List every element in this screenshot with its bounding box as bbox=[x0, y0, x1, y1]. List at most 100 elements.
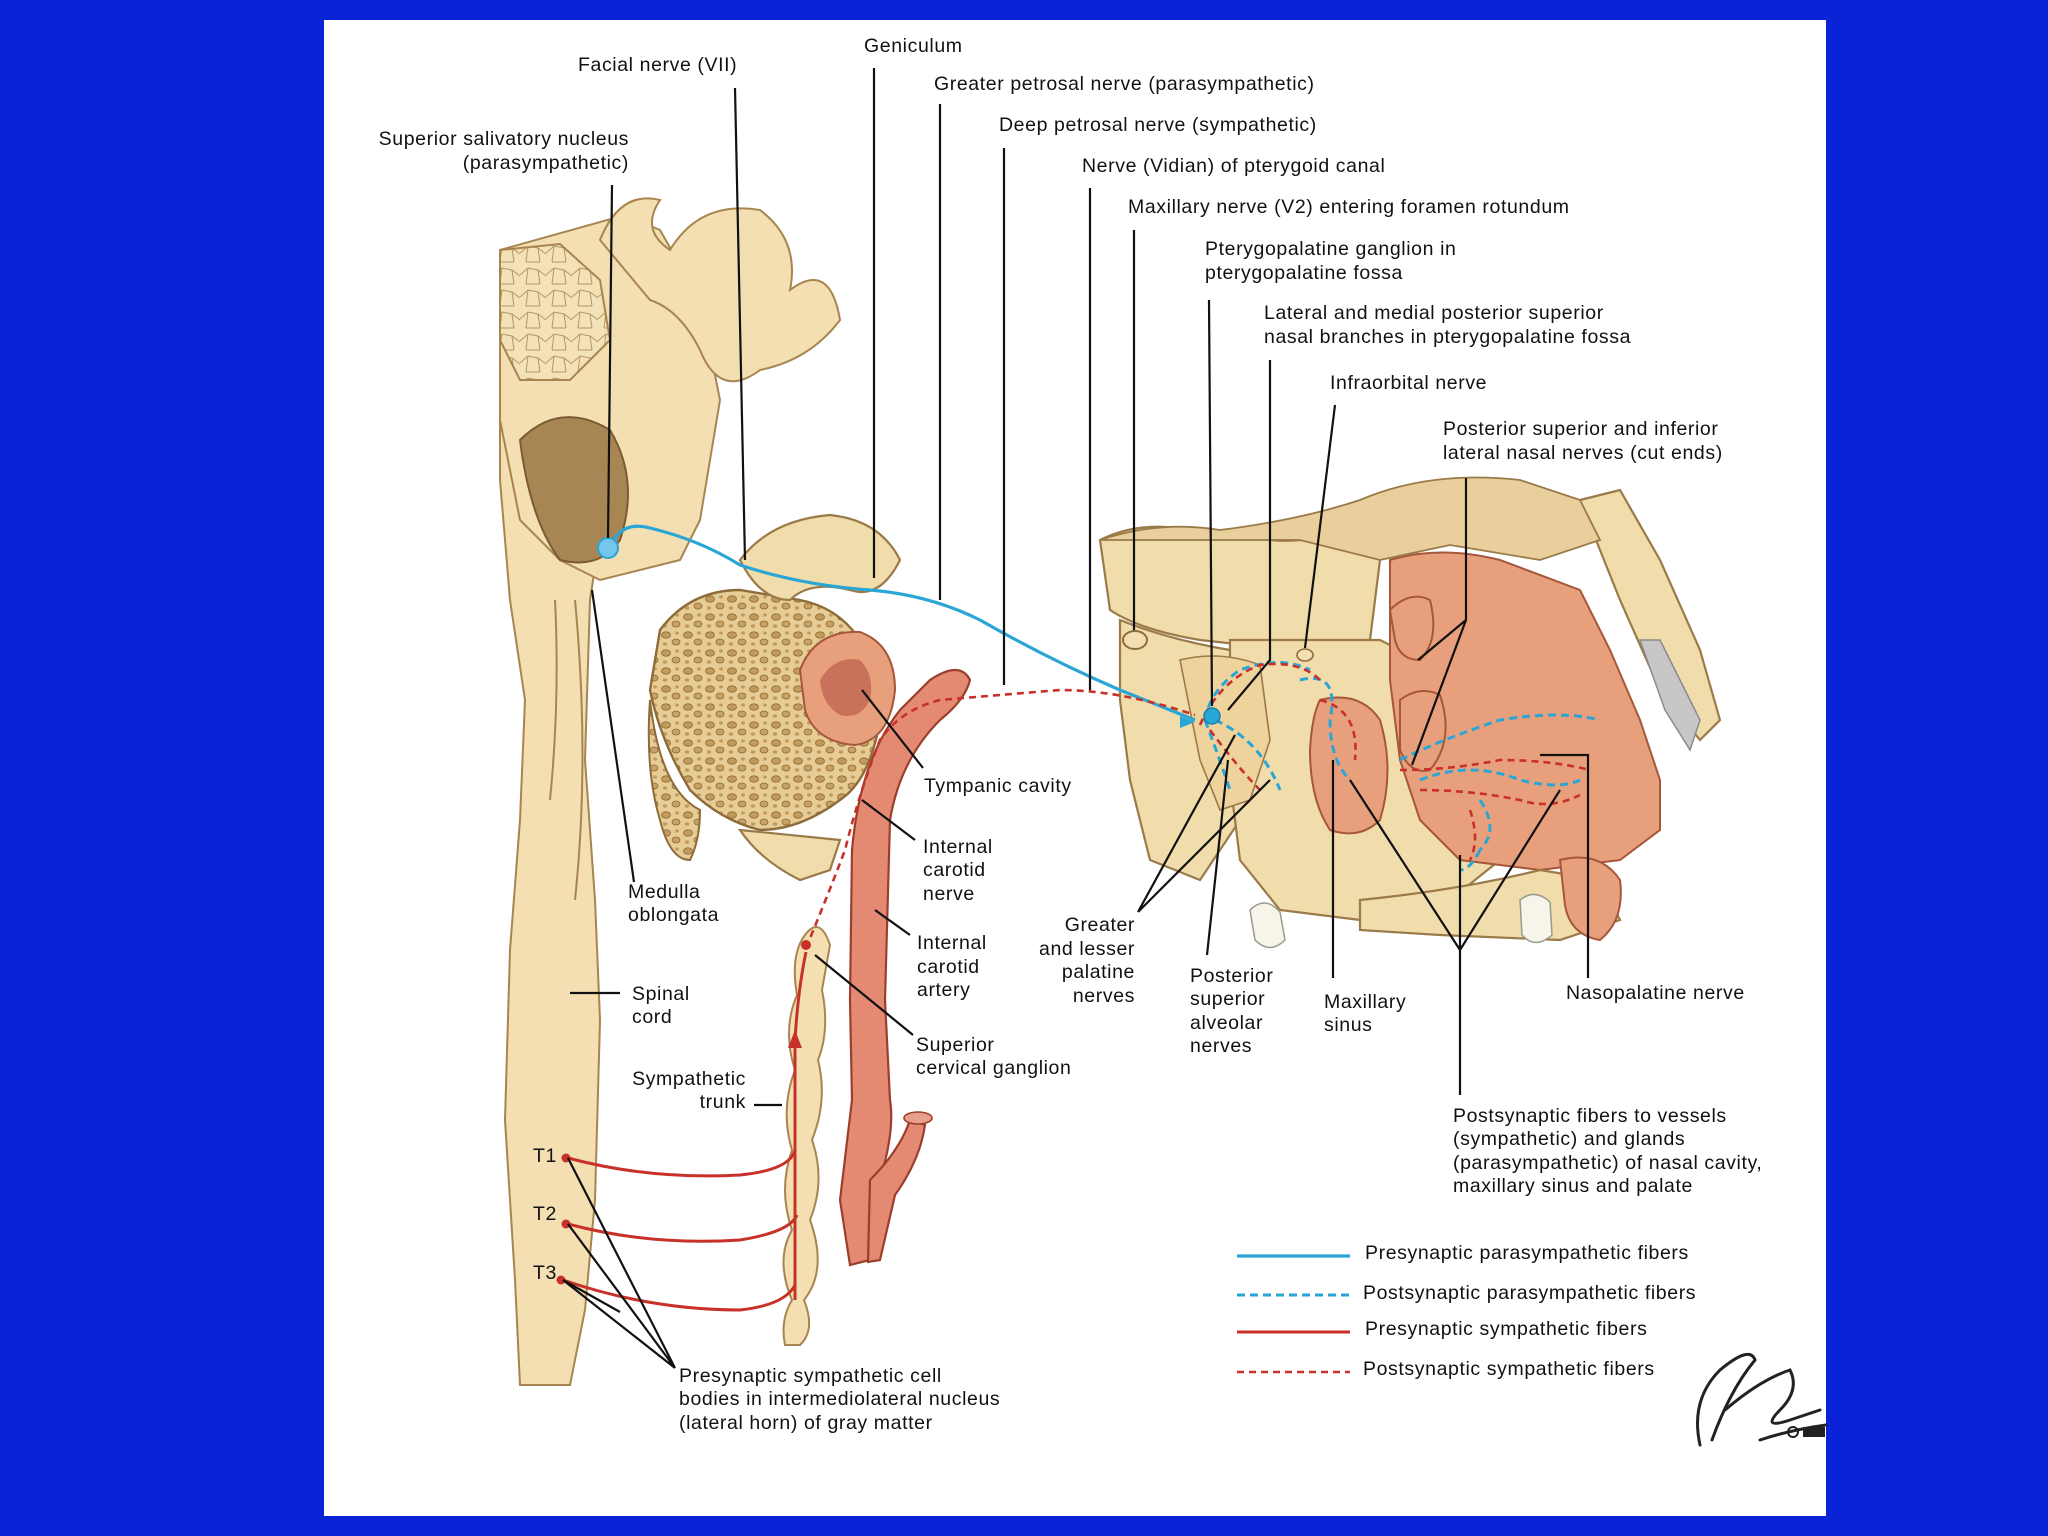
leader-ica bbox=[874, 909, 911, 936]
label-greater-petrosal: Greater petrosal nerve (parasympathetic) bbox=[934, 73, 1315, 95]
legend-post-para: Postsynaptic parasympathetic fibers bbox=[1363, 1282, 1696, 1304]
pterygopalatine-fossa bbox=[1179, 655, 1271, 811]
teeth bbox=[1249, 893, 1553, 949]
post-sym-branches bbox=[1198, 662, 1591, 861]
legend-post-sym: Postsynaptic sympathetic fibers bbox=[1363, 1358, 1655, 1380]
label-icn-3: nerve bbox=[923, 883, 975, 905]
label-sup-cervical-2: cervical ganglion bbox=[916, 1057, 1071, 1079]
lip-region bbox=[1558, 856, 1622, 942]
nasal-bone bbox=[1578, 488, 1722, 742]
label-presyn-cell-3: (lateral horn) of gray matter bbox=[679, 1412, 933, 1434]
label-t3: T3 bbox=[533, 1262, 557, 1284]
carotid-bifurcation bbox=[866, 1118, 927, 1264]
label-postsynaptic-3: (parasympathetic) of nasal cavity, bbox=[1453, 1152, 1762, 1174]
pons-outline bbox=[549, 599, 584, 901]
leader-ptp-ganglion bbox=[1207, 299, 1214, 707]
leader-palatine bbox=[1137, 734, 1271, 913]
label-salivatory-2: (parasympathetic) bbox=[463, 152, 629, 174]
label-palatine-2: and lesser bbox=[1039, 938, 1135, 960]
label-max-sinus-2: sinus bbox=[1324, 1014, 1373, 1036]
skull-base-upper bbox=[1099, 476, 1602, 561]
label-geniculum: Geniculum bbox=[864, 35, 963, 57]
label-nasal-branches-2: nasal branches in pterygopalatine fossa bbox=[1264, 326, 1631, 348]
leader-superior-cervical bbox=[814, 954, 914, 1036]
legend: Presynaptic parasympathetic fibers Posts… bbox=[1237, 1242, 1696, 1380]
artist-signature bbox=[1696, 1352, 1828, 1447]
ganglion-arrow bbox=[1180, 716, 1195, 728]
label-alveolar-3: alveolar bbox=[1190, 1012, 1263, 1034]
labels: Geniculum Facial nerve (VII) Greater pet… bbox=[379, 35, 1762, 1434]
anatomy-artwork bbox=[499, 197, 1722, 1386]
leader-icn bbox=[861, 799, 916, 841]
label-postsynaptic-2: (sympathetic) and glands bbox=[1453, 1128, 1685, 1150]
internal-carotid-artery bbox=[838, 668, 972, 1267]
label-ptp-ganglion-2: pterygopalatine fossa bbox=[1205, 262, 1403, 284]
label-t2: T2 bbox=[533, 1203, 557, 1225]
label-presyn-cell-2: bodies in intermediolateral nucleus bbox=[679, 1388, 1000, 1410]
label-postsynaptic-1: Postsynaptic fibers to vessels bbox=[1453, 1105, 1727, 1127]
label-tympanic: Tympanic cavity bbox=[924, 775, 1072, 797]
arrow-up bbox=[788, 1030, 802, 1048]
label-maxillary-nerve: Maxillary nerve (V2) entering foramen ro… bbox=[1128, 196, 1570, 218]
label-icn-2: carotid bbox=[923, 859, 986, 881]
label-alveolar-4: nerves bbox=[1190, 1035, 1252, 1057]
label-nasal-branches-1: Lateral and medial posterior superior bbox=[1264, 302, 1604, 324]
cerebellum-lobules bbox=[499, 242, 612, 381]
pre-sym-t1 bbox=[567, 1149, 797, 1178]
label-max-sinus-1: Maxillary bbox=[1324, 991, 1406, 1013]
salivatory-nucleus-dot bbox=[597, 537, 619, 559]
label-sup-cervical-1: Superior bbox=[916, 1034, 995, 1056]
label-ica-2: carotid bbox=[917, 956, 980, 978]
label-alveolar-1: Posterior bbox=[1190, 965, 1273, 987]
leader-alveolar bbox=[1205, 759, 1230, 956]
cerebellum-gray bbox=[518, 416, 629, 564]
label-icn-1: Internal bbox=[923, 836, 993, 858]
label-ica-1: Internal bbox=[917, 932, 987, 954]
label-presyn-cell-1: Presynaptic sympathetic cell bbox=[679, 1365, 942, 1387]
leader-lines bbox=[562, 68, 1590, 1369]
t3-cell bbox=[556, 1275, 566, 1285]
leader-tympanic bbox=[861, 689, 924, 769]
label-palatine-4: nerves bbox=[1073, 985, 1135, 1007]
legend-pre-sym: Presynaptic sympathetic fibers bbox=[1365, 1318, 1647, 1340]
styloid-ear-region bbox=[737, 828, 842, 882]
leader-medulla bbox=[590, 589, 636, 883]
leader-salivatory bbox=[606, 184, 614, 539]
t2-cell bbox=[561, 1219, 571, 1229]
maxillary-nerve-cut bbox=[1122, 630, 1148, 650]
leader-postsynaptic bbox=[1349, 779, 1561, 1095]
petrous-ridge bbox=[738, 513, 902, 602]
label-salivatory-1: Superior salivatory nucleus bbox=[379, 128, 629, 150]
facial-nerve-path bbox=[608, 524, 1196, 722]
label-sym-trunk-2: trunk bbox=[700, 1091, 746, 1113]
label-palatine-1: Greater bbox=[1065, 914, 1135, 936]
label-lateral-nasal-2: lateral nasal nerves (cut ends) bbox=[1443, 442, 1723, 464]
label-lateral-nasal-1: Posterior superior and inferior bbox=[1443, 418, 1718, 440]
brain-folds bbox=[598, 197, 842, 383]
label-ptp-ganglion-1: Pterygopalatine ganglion in bbox=[1205, 238, 1456, 260]
label-infraorbital: Infraorbital nerve bbox=[1330, 372, 1487, 394]
label-t1: T1 bbox=[533, 1145, 557, 1167]
label-medulla-1: Medulla bbox=[628, 881, 701, 903]
pre-sym-t2 bbox=[567, 1214, 799, 1243]
label-spinal-1: Spinal bbox=[632, 983, 690, 1005]
tympanic-inner bbox=[820, 659, 872, 716]
label-nasopalatine: Nasopalatine nerve bbox=[1566, 982, 1745, 1004]
label-deep-petrosal: Deep petrosal nerve (sympathetic) bbox=[999, 114, 1317, 136]
leader-infraorbital bbox=[1303, 404, 1337, 649]
infraorbital-nerve-cut bbox=[1296, 648, 1314, 662]
mastoid-spongy bbox=[647, 699, 702, 862]
nasal-cartilage bbox=[1638, 639, 1701, 752]
maxillary-sinus bbox=[1308, 696, 1389, 835]
label-medulla-2: oblongata bbox=[628, 904, 719, 926]
label-postsynaptic-4: maxillary sinus and palate bbox=[1453, 1175, 1693, 1197]
label-spinal-2: cord bbox=[632, 1006, 672, 1028]
legend-pre-para: Presynaptic parasympathetic fibers bbox=[1365, 1242, 1689, 1264]
leader-lateral-nasal bbox=[1410, 478, 1468, 766]
label-vidian: Nerve (Vidian) of pterygoid canal bbox=[1082, 155, 1385, 177]
label-palatine-3: palatine bbox=[1062, 961, 1135, 983]
nasal-conchae bbox=[1388, 595, 1447, 772]
leader-nasal-branches bbox=[1227, 360, 1272, 711]
leader-nasopalatine bbox=[1540, 753, 1590, 978]
